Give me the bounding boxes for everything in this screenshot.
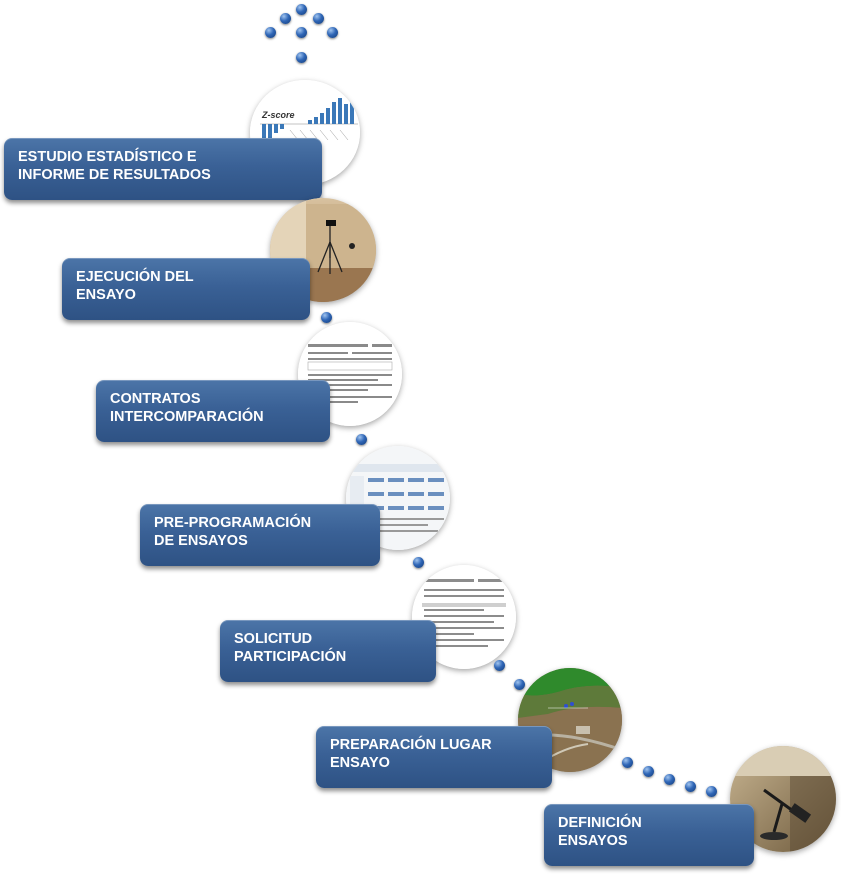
connector-dot [643,766,654,777]
step-contratos[interactable]: CONTRATOS INTERCOMPARACIÓN [96,380,330,442]
connector-dot [321,312,332,323]
connector-dot [706,786,717,797]
step-label: PRE-PROGRAMACIÓN DE ENSAYOS [154,515,312,549]
step-label: CONTRATOS INTERCOMPARACIÓN [110,391,264,425]
connector-dot [413,557,424,568]
connector-dot [494,660,505,671]
connector-dot [664,774,675,785]
arrow-dot [296,4,307,15]
step-preparacion-lugar[interactable]: PREPARACIÓN LUGAR ENSAYO [316,726,552,788]
zscore-chart-thumbnail: Z-score [250,80,360,185]
zscore-label: Z-score [261,110,295,120]
connector-dot [514,679,525,690]
step-solicitud-participacion[interactable]: SOLICITUD PARTICIPACIÓN [220,620,436,682]
step-pre-programacion[interactable]: PRE-PROGRAMACIÓN DE ENSAYOS [140,504,380,566]
arrow-dot [313,13,324,24]
step-label: PREPARACIÓN LUGAR ENSAYO [330,737,492,771]
arrow-dot [296,52,307,63]
arrow-dot [296,27,307,38]
arrow-dot [327,27,338,38]
step-ejecucion-ensayo[interactable]: EJECUCIÓN DEL ENSAYO [62,258,310,320]
step-estudio-estadistico[interactable]: ESTUDIO ESTADÍSTICO E INFORME DE RESULTA… [4,138,322,200]
connector-dot [356,434,367,445]
arrow-dot [280,13,291,24]
step-label: SOLICITUD PARTICIPACIÓN [234,631,347,665]
connector-dot [622,757,633,768]
step-definicion-ensayos[interactable]: DEFINICIÓN ENSAYOS [544,804,754,866]
step-label: EJECUCIÓN DEL ENSAYO [76,269,194,303]
step-label: DEFINICIÓN ENSAYOS [558,815,642,849]
arrow-dot [265,27,276,38]
step-label: ESTUDIO ESTADÍSTICO E INFORME DE RESULTA… [18,149,211,183]
connector-dot [685,781,696,792]
